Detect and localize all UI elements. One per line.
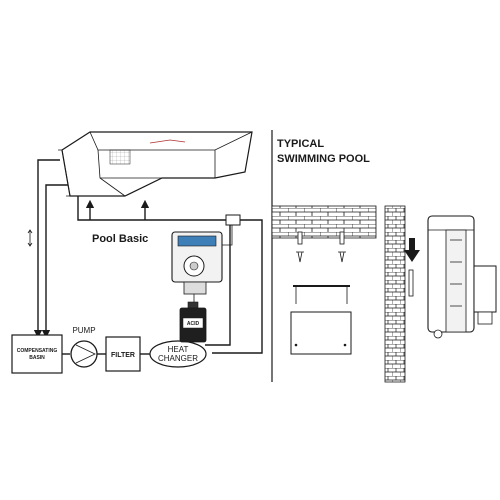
plate-screw-hole-left — [294, 343, 298, 347]
pool-basic-dosing-pump — [171, 225, 233, 306]
down-arrow-icon — [404, 238, 420, 262]
brick-wall-vertical — [384, 205, 406, 383]
acid-label: ACID — [187, 321, 200, 327]
mounting-bracket — [293, 285, 350, 304]
heat-changer-label-1: HEAT — [168, 345, 189, 354]
device-side-view — [427, 215, 497, 339]
pool-pipework — [27, 159, 263, 354]
pool-basic-label: Pool Basic — [92, 233, 148, 245]
typical-title-line2: SWIMMING POOL — [277, 153, 370, 165]
filter-label: FILTER — [111, 352, 135, 359]
typical-title-line1: TYPICAL — [277, 138, 324, 150]
brick-wall-horizontal — [271, 205, 377, 239]
compensating-basin-label-1: COMPENSATING — [17, 348, 58, 354]
wall-rail — [408, 269, 414, 297]
wall-anchor-bolts — [296, 231, 346, 263]
pump-label: PUMP — [72, 326, 95, 335]
heat-changer-shape — [149, 340, 207, 368]
device-display — [177, 235, 217, 247]
pump-symbol — [70, 340, 98, 368]
compensating-basin-label-2: BASIN — [29, 355, 45, 361]
acid-canister — [179, 301, 207, 343]
mounting-plate — [290, 311, 352, 355]
heat-changer-label-2: CHANGER — [158, 354, 198, 363]
compensating-basin-box — [11, 334, 63, 374]
plate-screw-hole-right — [343, 343, 347, 347]
swimming-pool-basin — [58, 131, 253, 197]
